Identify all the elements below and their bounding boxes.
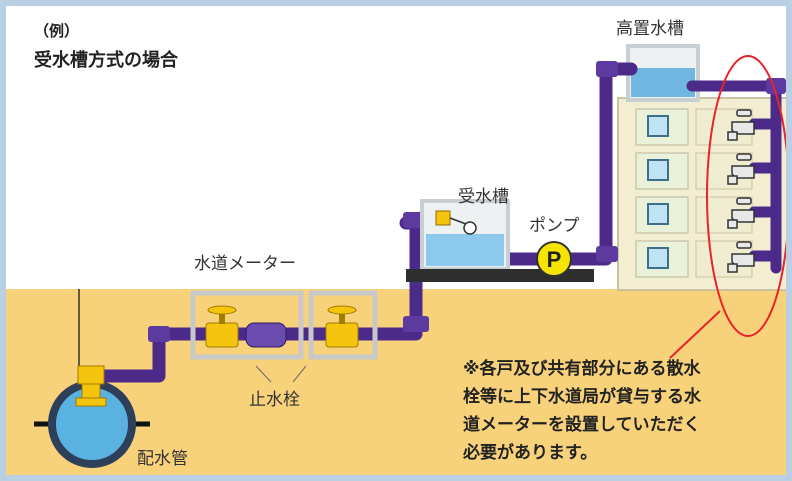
gate-valve-1 <box>205 305 239 348</box>
page-title: 受水槽方式の場合 <box>34 50 178 71</box>
pump-label: ポンプ <box>529 216 580 236</box>
stopcock-label: 止水栓 <box>249 390 300 410</box>
elevated-tank <box>626 44 700 102</box>
stopcock-leaders <box>255 365 307 383</box>
floor-1 <box>635 108 689 146</box>
pump-symbol: P <box>547 247 562 272</box>
note-line: ※各戸及び共有部分にある散水 <box>463 359 701 379</box>
floor-2 <box>635 152 689 190</box>
water-main <box>34 289 150 468</box>
faucet-icon <box>727 109 755 273</box>
elevated-tank-label: 高置水槽 <box>616 19 684 39</box>
meter-box <box>190 290 378 360</box>
pump: P <box>536 241 572 277</box>
floor-3 <box>635 196 689 234</box>
water-meter <box>245 322 287 348</box>
annotation-ellipse <box>669 55 786 359</box>
receiving-tank <box>406 199 594 282</box>
float-valve-ball <box>463 221 477 235</box>
note-text: ※各戸及び共有部分にある散水 栓等に上下水道局が貸与する水 道メーターを設置して… <box>463 355 701 467</box>
note-line: 必要があります。 <box>463 443 598 463</box>
water-main-label: 配水管 <box>137 449 188 469</box>
example-label: （例） <box>34 22 80 40</box>
floor-4 <box>635 240 689 278</box>
note-line: 道メーターを設置していただく <box>463 415 701 435</box>
receiving-tank-label: 受水槽 <box>458 187 509 207</box>
note-line: 栓等に上下水道局が貸与する水 <box>463 387 701 407</box>
gate-valve-2 <box>325 305 359 348</box>
plumbing-diagram: P <box>6 44 786 475</box>
water-meter-label: 水道メーター <box>194 254 296 274</box>
